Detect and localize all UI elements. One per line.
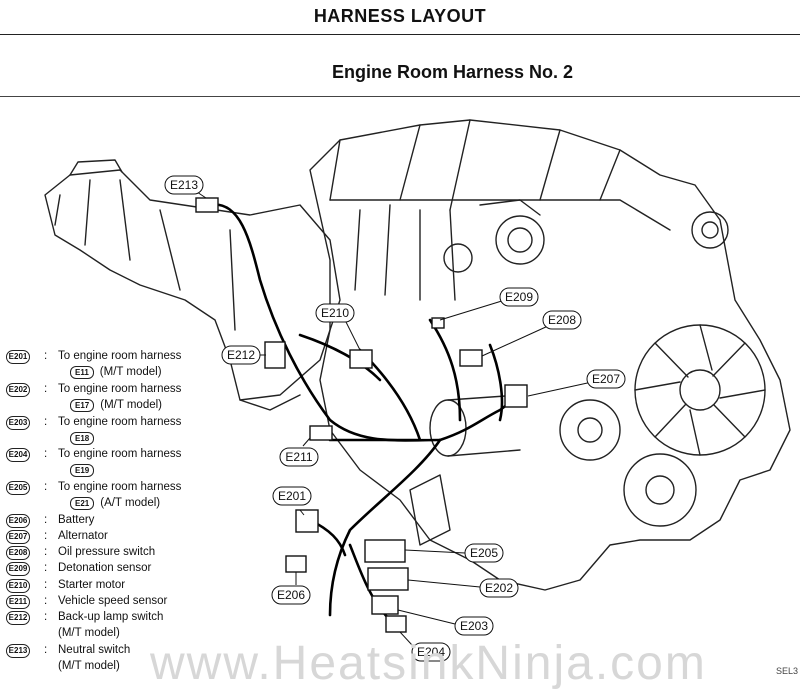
legend-code: E207 (6, 530, 30, 544)
legend-code: E212 (6, 611, 30, 625)
legend-text: Detonation sensor (58, 562, 152, 574)
page-code: SEL3 (775, 666, 798, 676)
callout-e206-label: E206 (277, 588, 305, 602)
callout-e209: E209 (499, 287, 539, 307)
callout-e202-label: E202 (485, 581, 513, 595)
legend-sub-code: E17 (70, 399, 95, 412)
callout-e213-label: E213 (170, 178, 198, 192)
legend-code: E209 (6, 562, 30, 576)
callout-e207: E207 (586, 369, 626, 389)
legend-text: Starter motor (58, 579, 126, 591)
callout-e206: E206 (271, 585, 311, 605)
callout-e212-label: E212 (227, 348, 255, 362)
watermark: www.HeatsinkNinja.com (150, 637, 707, 690)
legend-text: Vehicle speed sensor (58, 595, 168, 607)
callout-e203: E203 (454, 616, 494, 636)
callout-e203-label: E203 (460, 619, 488, 633)
callout-e208: E208 (542, 310, 582, 330)
callout-e213: E213 (164, 175, 204, 195)
diagram-subtitle: Engine Room Harness No. 2 (332, 62, 574, 82)
engine-block-outline (309, 119, 791, 591)
legend-code: E201 (6, 350, 30, 364)
callout-e204-label: E204 (417, 645, 445, 659)
legend-code: E208 (6, 546, 30, 560)
callout-e209-label: E209 (505, 290, 533, 304)
page-rule (0, 96, 800, 97)
callout-e212: E212 (221, 345, 261, 365)
callout-e205-label: E205 (470, 546, 498, 560)
legend-sub-code: E21 (70, 497, 95, 510)
callout-e211-label: E211 (285, 450, 312, 464)
legend-text: To engine room harness (58, 481, 182, 493)
callout-e205: E205 (464, 543, 504, 563)
cooling-fan (634, 324, 766, 456)
legend-text: Battery (58, 514, 95, 526)
legend-code: E203 (6, 416, 30, 430)
title-rule (0, 34, 800, 35)
callout-e204: E204 (411, 642, 451, 662)
legend-text: To engine room harness (58, 383, 182, 395)
legend-code: E204 (6, 448, 30, 462)
legend-sub-code: E18 (70, 432, 95, 445)
callout-e210-label: E210 (321, 306, 349, 320)
legend-code: E206 (6, 514, 30, 528)
page-title: HARNESS LAYOUT (313, 6, 487, 26)
legend-text: To engine room harness (58, 416, 182, 428)
legend-sub-code: E11 (70, 366, 94, 379)
legend-text: Oil pressure switch (58, 546, 156, 558)
legend-sub-code: E19 (70, 464, 95, 477)
callout-e210: E210 (315, 303, 355, 323)
callout-e201: E201 (272, 486, 312, 506)
callout-e202: E202 (479, 578, 519, 598)
legend-text: Back-up lamp switch (58, 611, 164, 623)
legend-text: Neutral switch (58, 644, 131, 656)
legend-code: E202 (6, 383, 30, 397)
legend-code: E210 (6, 579, 30, 593)
legend-code: E213 (6, 644, 30, 658)
callout-e207-label: E207 (592, 372, 620, 386)
callout-e211: E211 (279, 447, 319, 467)
legend-text: To engine room harness (58, 448, 182, 460)
legend-text: Alternator (58, 530, 108, 542)
callout-e208-label: E208 (548, 313, 576, 327)
callout-e201-label: E201 (278, 489, 306, 503)
legend-code: E205 (6, 481, 30, 495)
transmission-outline (44, 169, 341, 401)
legend-code: E211 (6, 595, 30, 609)
legend-text: To engine room harness (58, 350, 182, 362)
